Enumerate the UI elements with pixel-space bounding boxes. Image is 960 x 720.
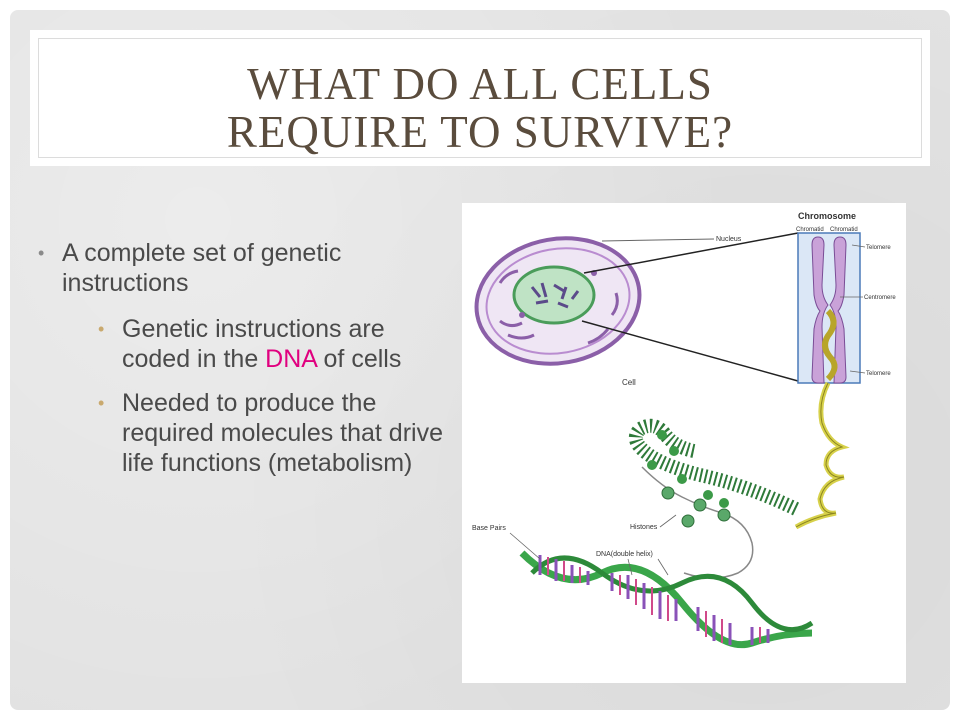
label-chromatid-left: Chromatid: [796, 227, 824, 233]
slide-title: WHAT DO ALL CELLS REQUIRE TO SURVIVE?: [30, 60, 930, 156]
label-chromatid-right: Chromatid: [830, 227, 858, 233]
title-frame: [38, 38, 922, 158]
label-dna: DNA(double helix): [596, 551, 653, 558]
bullet-dot-icon: •: [38, 243, 45, 263]
label-histones: Histones: [630, 524, 658, 531]
bullet-item-sub-1: • Genetic instructions are coded in the …: [94, 314, 454, 374]
bullet-item-main: • A complete set of genetic instructions: [34, 238, 454, 298]
bullet-text-sub-2: Needed to produce the required molecules…: [122, 389, 443, 477]
dna-highlight: DNA: [265, 345, 317, 373]
label-chromosome: Chromosome: [798, 211, 856, 221]
label-cell: Cell: [622, 378, 636, 387]
label-centromere: Centromere: [864, 295, 896, 301]
chromatin-fiber: [628, 418, 800, 516]
label-telomere-bottom: Telomere: [866, 371, 891, 377]
bullet-text-sub-1: Genetic instructions are coded in the: [122, 315, 385, 373]
bullet-text-main: A complete set of genetic instructions: [62, 239, 342, 297]
label-base-pairs: Base Pairs: [472, 525, 506, 532]
bullet-text-sub-1-end: of cells: [316, 345, 402, 373]
bullet-list: • A complete set of genetic instructions…: [34, 238, 454, 492]
cell-illustration: [474, 236, 642, 366]
label-telomere-top: Telomere: [866, 245, 891, 251]
histones-illustration: [641, 466, 754, 579]
title-line-2: REQUIRE TO SURVIVE?: [226, 107, 734, 157]
cell-to-dna-diagram: Nucleus Cell Chromosome Chromatid Chroma…: [472, 211, 896, 649]
bullet-item-sub-2: • Needed to produce the required molecul…: [94, 388, 454, 478]
nucleus-shape: [512, 265, 596, 325]
sub-bullet-dot-icon: •: [98, 319, 105, 339]
chromosome-shape: [811, 236, 847, 384]
dna-diagram-figure: Nucleus Cell Chromosome Chromatid Chroma…: [462, 203, 906, 683]
title-box: WHAT DO ALL CELLS REQUIRE TO SURVIVE?: [30, 30, 930, 166]
label-nucleus: Nucleus: [716, 236, 742, 243]
chromosome-box: [797, 232, 861, 384]
dna-double-helix: [519, 550, 814, 649]
title-line-1: WHAT DO ALL CELLS: [247, 59, 713, 109]
sub-bullet-dot-icon: •: [98, 393, 105, 413]
